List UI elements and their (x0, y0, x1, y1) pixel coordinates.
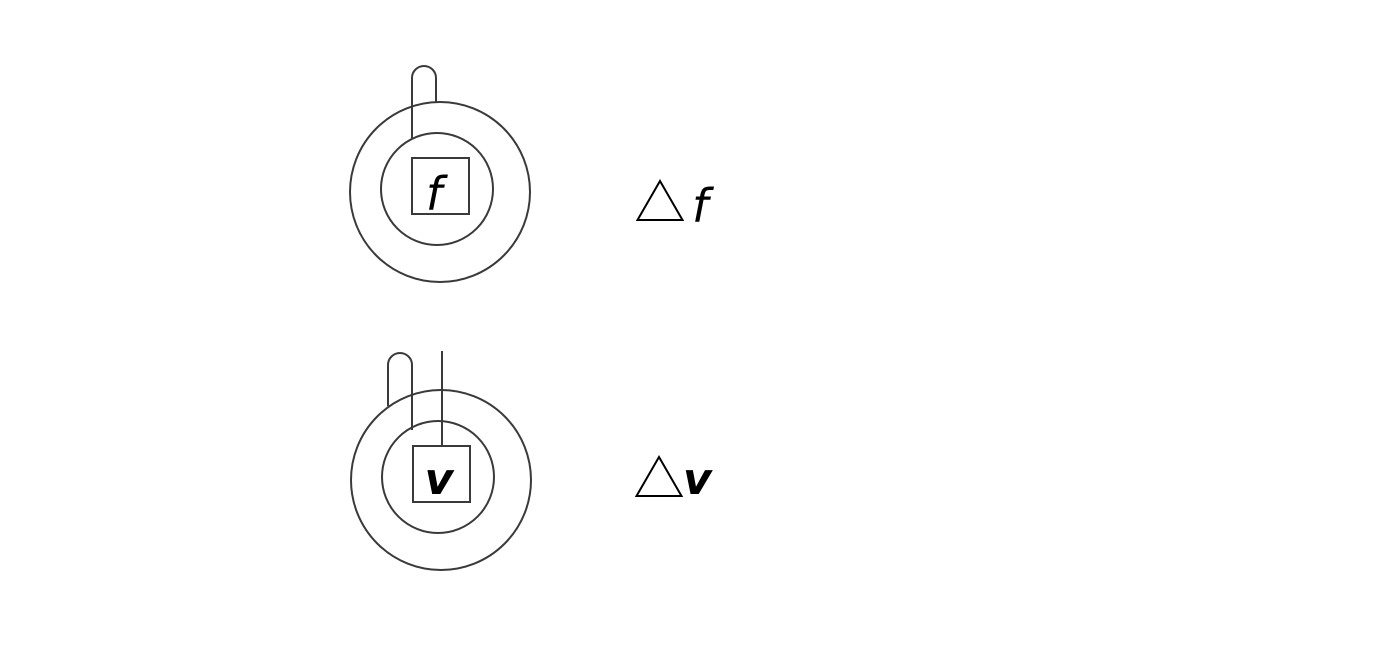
formula-v: v (634, 454, 713, 505)
box-label-f: f (426, 167, 448, 221)
triangle-icon (635, 178, 685, 221)
inner-circle (381, 420, 495, 534)
triangle-icon (634, 454, 684, 497)
inner-circle (380, 132, 494, 246)
label-box (411, 157, 470, 215)
formula-variable-v: v (683, 454, 713, 505)
diagram-v: v (350, 351, 532, 571)
box-label-v: v (425, 454, 455, 505)
loop-strand (387, 352, 413, 430)
formula-f: f (635, 178, 714, 233)
outer-circle (349, 101, 531, 283)
loop-strand (411, 65, 437, 138)
diagram-f: f (349, 65, 531, 283)
formula-variable-f: f (692, 179, 714, 233)
